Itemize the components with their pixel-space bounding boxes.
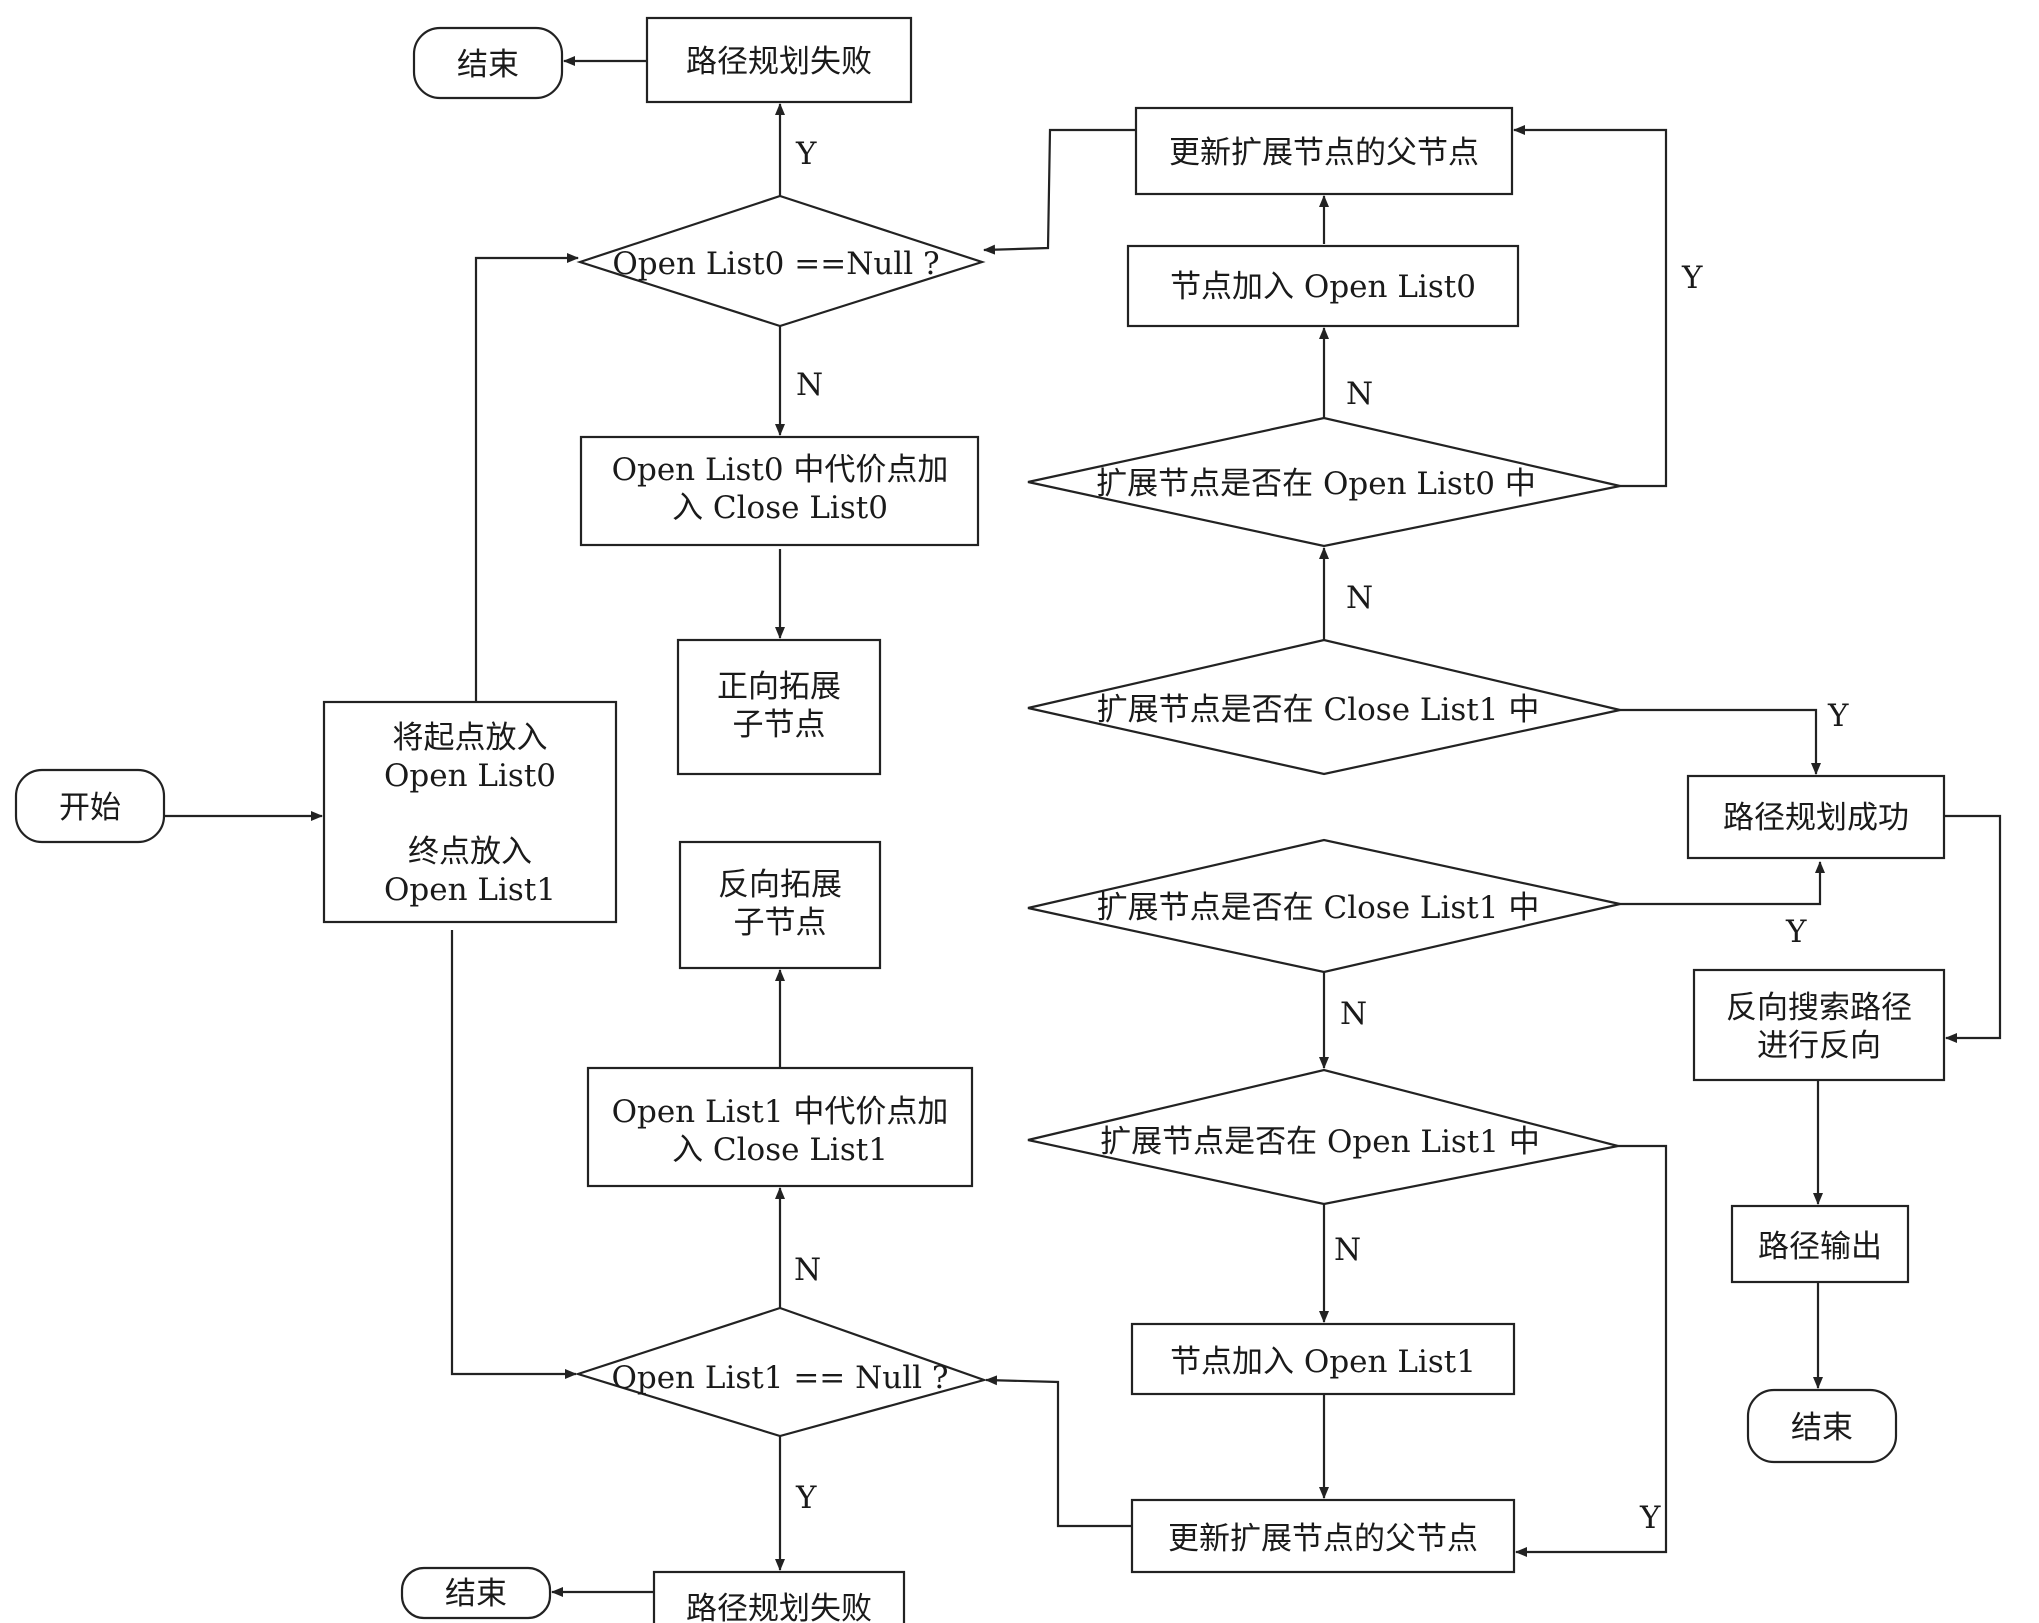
backward-close-text-1: Open List1 中代价点加 [612, 1094, 949, 1130]
edge-label-yes-5: Y [1639, 1500, 1661, 1536]
backward-expand-text-1: 反向拓展 [718, 867, 842, 903]
init-text-2: Open List0 [384, 758, 556, 794]
decision-open1-null: Open List1 == Null ? [574, 1306, 988, 1438]
forward-close-box: Open List0 中代价点加 入 Close List0 [579, 435, 980, 547]
edge-in-close1-a-to-success [1620, 708, 1821, 775]
reverse-search-box: 反向搜索路径 进行反向 [1692, 968, 1946, 1082]
edge-label-yes-6: Y [795, 1480, 817, 1516]
edge-init-to-open1-null [450, 930, 577, 1379]
forward-expand-box: 正向拓展 子节点 [676, 638, 882, 776]
forward-expand-text-2: 子节点 [733, 707, 826, 743]
backward-close-text-2: 入 Close List1 [672, 1132, 888, 1168]
fail-top-label: 路径规划失败 [686, 44, 872, 80]
edge-label-no-1: N [796, 367, 823, 403]
forward-expand-text-1: 正向拓展 [717, 669, 841, 705]
update-parent-top-label: 更新扩展节点的父节点 [1169, 135, 1479, 171]
decision-in-close1-a-label: 扩展节点是否在 Close List1 中 [1097, 692, 1540, 728]
end-terminal-top: 结束 [412, 26, 564, 100]
success-label: 路径规划成功 [1723, 800, 1909, 836]
edge-in-close1-b-to-success [1620, 861, 1825, 906]
edge-label-yes-4: Y [1785, 914, 1807, 950]
edge-label-yes-1: Y [795, 136, 817, 172]
reverse-search-text-2: 进行反向 [1757, 1028, 1881, 1064]
edge-init-to-open0-null [474, 253, 579, 702]
decision-in-close1-a: 扩展节点是否在 Close List1 中 [1027, 638, 1621, 776]
decision-open0-null: Open List0 ==Null ? [576, 194, 986, 328]
backward-expand-box: 反向拓展 子节点 [678, 840, 882, 970]
edge-in-open0-to-update-top [1513, 125, 1668, 488]
decision-open0-null-label: Open List0 ==Null ? [612, 246, 939, 282]
end-top-label: 结束 [457, 47, 519, 83]
end-terminal-bottom: 结束 [400, 1566, 552, 1620]
decision-in-open0: 扩展节点是否在 Open List0 中 [1027, 416, 1621, 548]
end-bottom-label: 结束 [445, 1576, 507, 1612]
edge-in-open1-to-update-bottom [1515, 1144, 1668, 1557]
start-terminal: 开始 [14, 768, 166, 844]
init-box: 将起点放入 Open List0 终点放入 Open List1 [322, 700, 618, 924]
update-parent-box-bottom: 更新扩展节点的父节点 [1130, 1498, 1516, 1574]
edge-label-yes-3: Y [1827, 698, 1849, 734]
decision-open1-null-label: Open List1 == Null ? [611, 1360, 948, 1396]
output-box: 路径输出 [1730, 1204, 1910, 1284]
init-text-1: 将起点放入 [393, 720, 548, 756]
decision-in-open0-label: 扩展节点是否在 Open List0 中 [1096, 466, 1536, 502]
add-open0-box: 节点加入 Open List0 [1126, 244, 1520, 328]
decision-in-close1-b-label: 扩展节点是否在 Close List1 中 [1097, 890, 1540, 926]
edge-label-no-4: N [1340, 996, 1367, 1032]
init-text-3: 终点放入 [408, 834, 532, 870]
fail-bottom-label: 路径规划失败 [686, 1591, 872, 1623]
forward-close-text-1: Open List0 中代价点加 [612, 452, 949, 488]
end-terminal-right: 结束 [1746, 1388, 1898, 1464]
edge-label-no-3: N [1346, 580, 1373, 616]
start-label: 开始 [59, 790, 121, 826]
add-open1-label: 节点加入 Open List1 [1170, 1344, 1476, 1380]
end-right-label: 结束 [1791, 1410, 1853, 1446]
fail-box-bottom: 路径规划失败 [652, 1570, 906, 1623]
init-text-4: Open List1 [384, 872, 556, 908]
edge-label-no-2: N [1346, 376, 1373, 412]
forward-close-text-2: 入 Close List0 [672, 490, 888, 526]
edge-label-no-6: N [794, 1252, 821, 1288]
reverse-search-text-1: 反向搜索路径 [1726, 990, 1912, 1026]
add-open0-label: 节点加入 Open List0 [1170, 269, 1476, 305]
decision-in-close1-b: 扩展节点是否在 Close List1 中 [1027, 838, 1621, 974]
update-parent-box-top: 更新扩展节点的父节点 [1134, 106, 1514, 196]
backward-expand-text-2: 子节点 [734, 905, 827, 941]
add-open1-box: 节点加入 Open List1 [1130, 1322, 1516, 1396]
decision-in-open1-label: 扩展节点是否在 Open List1 中 [1100, 1124, 1540, 1160]
edge-label-no-5: N [1334, 1232, 1361, 1268]
backward-close-box: Open List1 中代价点加 入 Close List1 [586, 1066, 974, 1188]
edge-update-top-to-open0-null [983, 128, 1136, 255]
edge-update-bottom-to-open1-null [985, 1375, 1132, 1528]
decision-in-open1: 扩展节点是否在 Open List1 中 [1027, 1068, 1619, 1206]
update-parent-bottom-label: 更新扩展节点的父节点 [1168, 1521, 1478, 1557]
edge-label-yes-2: Y [1681, 260, 1703, 296]
success-box: 路径规划成功 [1686, 774, 1946, 860]
output-label: 路径输出 [1758, 1229, 1882, 1265]
edge-success-to-reverse [1944, 814, 2002, 1043]
fail-box-top: 路径规划失败 [645, 16, 913, 104]
